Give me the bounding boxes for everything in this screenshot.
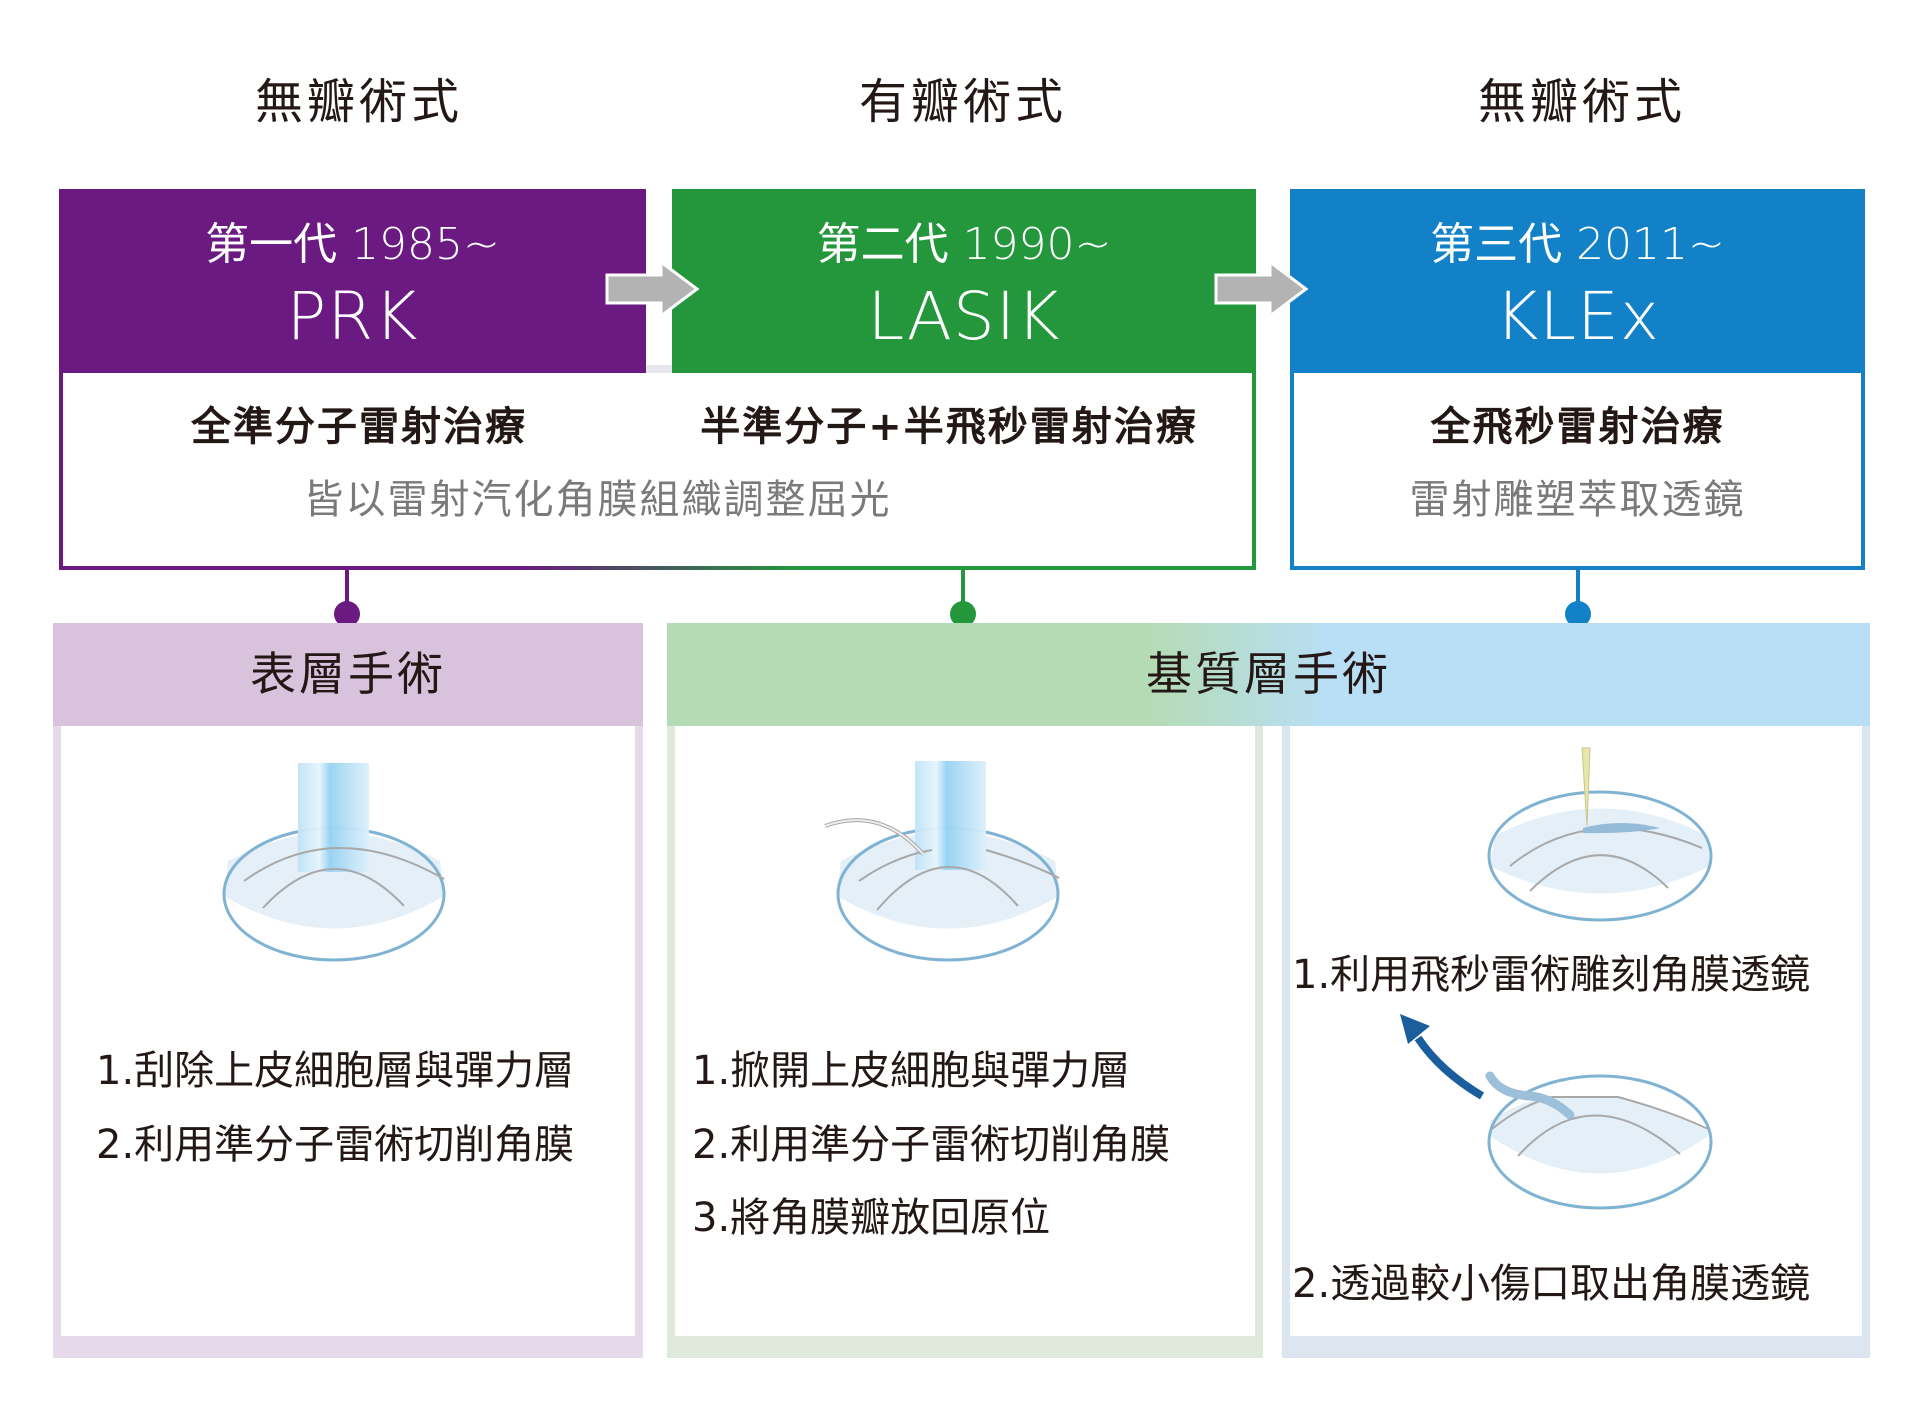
- flow-arrow-icon: [1214, 259, 1309, 319]
- connector-line: [345, 570, 349, 614]
- generation-name: PRK: [286, 278, 419, 355]
- generation-subtitle: 第三代 2011~: [1430, 219, 1725, 270]
- technique-shared-description: 皆以雷射汽化角膜組織調整屈光: [303, 477, 892, 523]
- connector-dot: [1565, 601, 1591, 627]
- procedure-panel-prk: 1.刮除上皮細胞層與彈力層 2.利用準分子雷術切削角膜: [53, 726, 643, 1358]
- procedure-panel-lasik: 1.掀開上皮細胞與彈力層 2.利用準分子雷術切削角膜 3.將角膜瓣放回原位: [667, 726, 1263, 1358]
- extraction-arrow-icon: [1400, 1014, 1485, 1100]
- procedure-step: 1.刮除上皮細胞層與彈力層: [96, 1048, 575, 1094]
- procedure-step: 1.掀開上皮細胞與彈力層: [692, 1048, 1131, 1094]
- technique-prk: 全準分子雷射治療: [191, 404, 527, 450]
- technique-lasik: 半準分子+半飛秒雷射治療: [700, 404, 1198, 450]
- generation-subtitle: 第一代 1985~: [205, 219, 500, 270]
- procedure-step: 2.透過較小傷口取出角膜透鏡: [1292, 1261, 1811, 1307]
- flow-arrow-icon: [605, 259, 700, 319]
- technique-klex: 全飛秒雷射治療: [1430, 404, 1725, 450]
- generation-name: LASIK: [867, 278, 1061, 355]
- procedure-panel-klex: 1.利用飛秒雷術雕刻角膜透鏡 2.透過較小傷口取出角膜透鏡: [1282, 726, 1870, 1358]
- cornea-flap-laser-icon: [824, 761, 1060, 962]
- connector-line: [961, 570, 965, 614]
- connector-dot: [334, 601, 360, 627]
- generation-subtitle: 第二代 1990~: [816, 219, 1112, 270]
- surgery-layer-stromal-label: 基質層手術: [1146, 647, 1391, 701]
- cornea-femto-icon: [1485, 747, 1713, 1210]
- surgery-layer-surface: 表層手術: [53, 623, 643, 726]
- category-title-lasik: 有瓣術式: [858, 74, 1067, 130]
- category-title-klex: 無瓣術式: [1477, 74, 1686, 130]
- femtosecond-laser-icon: [1581, 747, 1591, 827]
- procedure-step: 2.利用準分子雷術切削角膜: [692, 1122, 1171, 1168]
- technique-box-excimer: 全準分子雷射治療 半準分子+半飛秒雷射治療 皆以雷射汽化角膜組織調整屈光: [59, 373, 1256, 570]
- procedure-step: 3.將角膜瓣放回原位: [692, 1195, 1051, 1241]
- cornea-laser-icon: [222, 763, 446, 962]
- technique-klex-description: 雷射雕塑萃取透鏡: [1409, 477, 1746, 523]
- generation-name: KLEx: [1495, 278, 1660, 355]
- header-gap-shadow: [646, 365, 672, 373]
- generation-header-klex: 第三代 2011~ KLEx: [1290, 189, 1865, 373]
- connector-dot: [950, 601, 976, 627]
- connector-line: [1576, 570, 1580, 614]
- technique-box-klex: 全飛秒雷射治療 雷射雕塑萃取透鏡: [1290, 373, 1865, 570]
- generation-header-lasik: 第二代 1990~ LASIK: [672, 189, 1256, 373]
- category-title-prk: 無瓣術式: [254, 74, 463, 130]
- surgery-layer-stromal: 基質層手術: [667, 623, 1870, 726]
- generation-header-prk: 第一代 1985~ PRK: [59, 189, 646, 373]
- procedure-step: 1.利用飛秒雷術雕刻角膜透鏡: [1292, 952, 1811, 998]
- procedure-step: 2.利用準分子雷術切削角膜: [96, 1122, 575, 1168]
